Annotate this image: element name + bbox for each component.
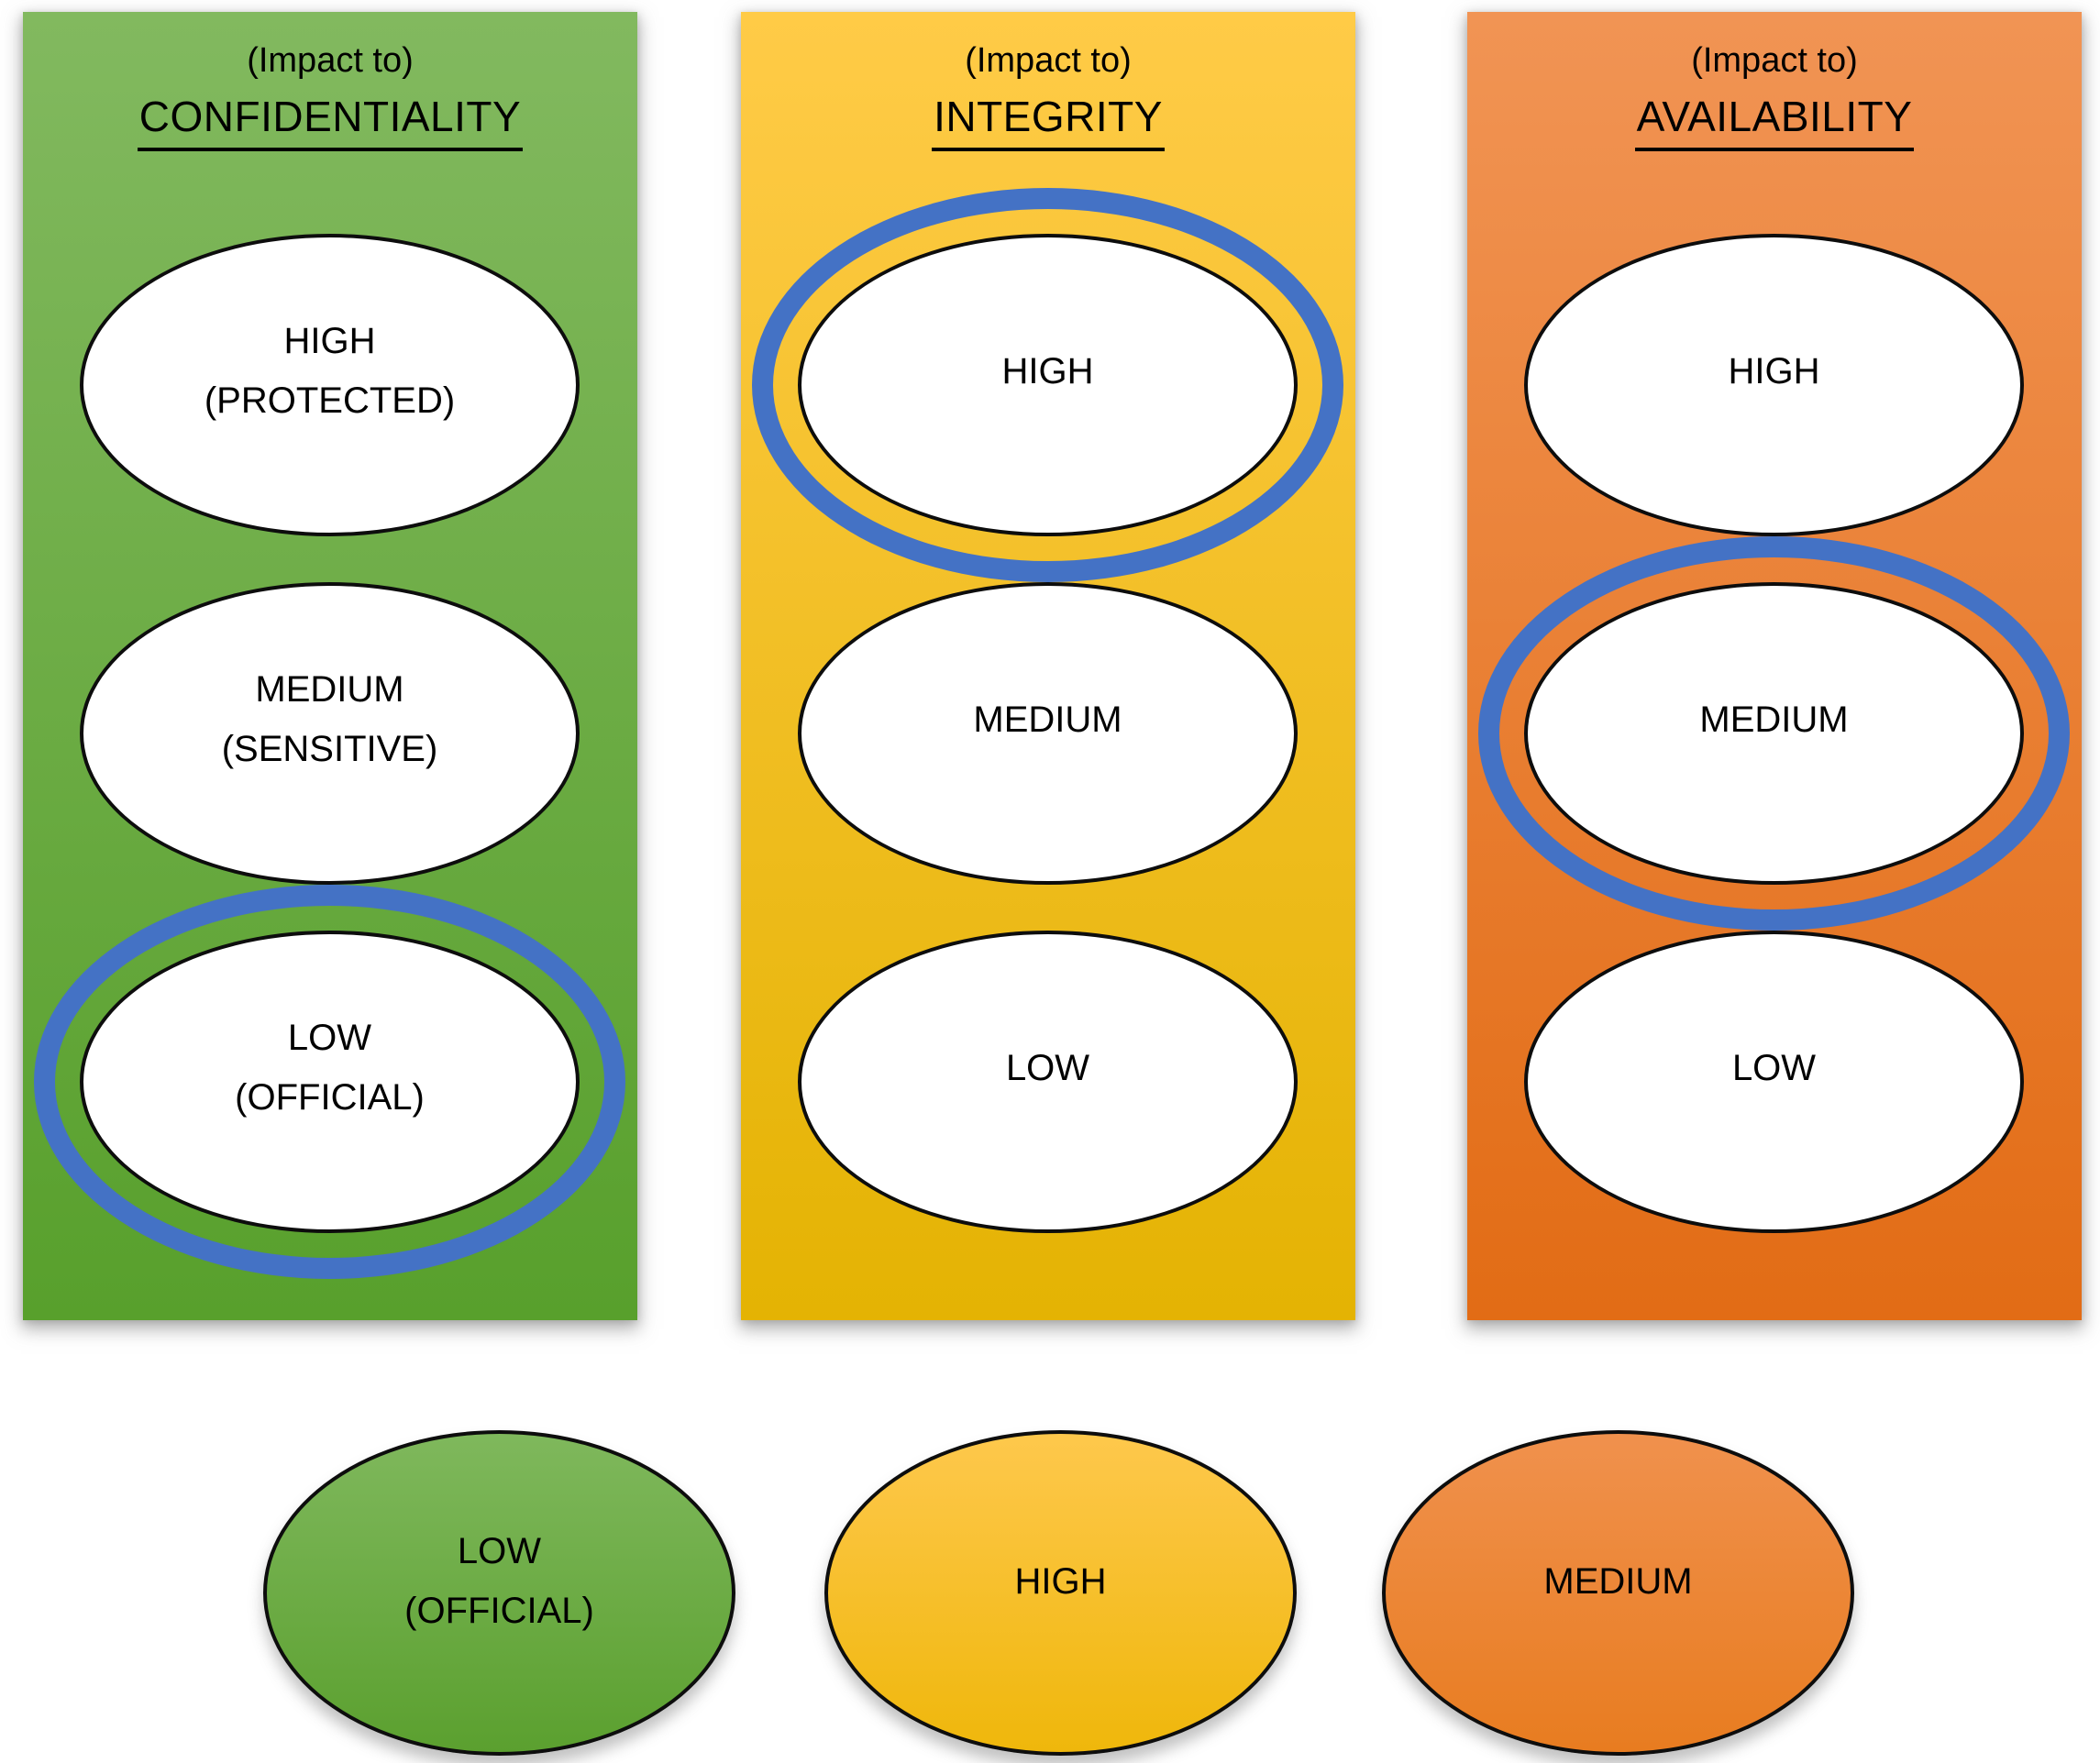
level-integrity-medium: MEDIUM	[798, 582, 1298, 885]
panel-title-integrity: INTEGRITY	[932, 91, 1165, 151]
level-confidentiality-high: HIGH (PROTECTED)	[80, 234, 580, 536]
result-integrity-high: HIGH	[824, 1430, 1297, 1756]
result-confidentiality-low: LOW (OFFICIAL)	[263, 1430, 735, 1756]
panel-confidentiality-header: (Impact to) CONFIDENTIALITY	[23, 39, 637, 151]
panel-availability-header: (Impact to) AVAILABILITY	[1467, 39, 2082, 151]
panel-title-availability: AVAILABILITY	[1634, 91, 1915, 151]
panel-integrity-header: (Impact to) INTEGRITY	[741, 39, 1355, 151]
impact-to-label: (Impact to)	[1691, 41, 1858, 80]
panel-confidentiality: (Impact to) CONFIDENTIALITY HIGH (PROTEC…	[23, 12, 637, 1320]
level-integrity-low: LOW	[798, 931, 1298, 1233]
level-availability-medium: MEDIUM	[1524, 582, 2024, 885]
level-availability-low: LOW	[1524, 931, 2024, 1233]
panel-integrity: (Impact to) INTEGRITY HIGH MEDIUM LOW	[741, 12, 1355, 1320]
level-confidentiality-medium: MEDIUM (SENSITIVE)	[80, 582, 580, 885]
impact-to-label: (Impact to)	[247, 41, 414, 80]
panel-availability: (Impact to) AVAILABILITY HIGH MEDIUM LOW	[1467, 12, 2082, 1320]
level-confidentiality-low: LOW (OFFICIAL)	[80, 931, 580, 1233]
panel-title-confidentiality: CONFIDENTIALITY	[137, 91, 524, 151]
result-availability-medium: MEDIUM	[1382, 1430, 1854, 1756]
level-availability-high: HIGH	[1524, 234, 2024, 536]
level-integrity-high: HIGH	[798, 234, 1298, 536]
impact-to-label: (Impact to)	[965, 41, 1132, 80]
